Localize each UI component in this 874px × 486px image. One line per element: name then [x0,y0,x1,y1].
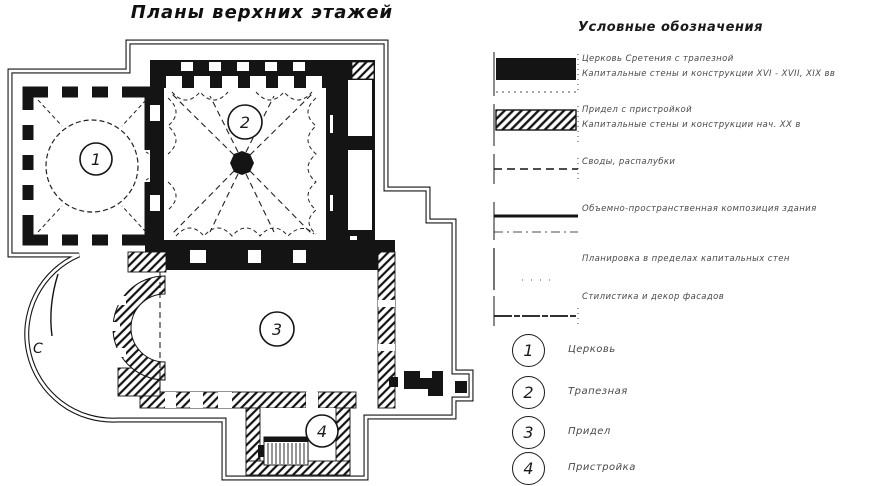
east-porch [389,371,467,396]
key-circle-1: 1 [512,334,545,367]
legend-item-label: Капитальные стены и конструкции нач. XX … [582,120,801,130]
room-number-3: 3 [272,320,282,339]
east-corridor [333,60,375,254]
central-pillar [230,151,254,175]
room-key: 1 Церковь 2 Трапезная 3 Придел 4 Пристро… [490,330,874,486]
floor-plan-drawing: С [7,39,474,481]
key-label-4: Пристройка [568,462,636,473]
legend-item-label: Планировка в пределах капитальных стен [582,254,790,264]
swatch-solid-black-bar-icon [493,52,579,96]
legend-title: Условные обозначения [578,20,763,35]
swatch-hatched-bar-icon [493,104,579,146]
dome-dashed-circle [45,119,139,213]
swatch-blank-icon [493,248,552,290]
room-2-refectory [150,60,340,254]
room-number-1: 1 [91,150,101,169]
legend-item-label: Своды, распалубки [582,157,676,167]
key-label-3: Придел [568,426,611,437]
legend-item-label: Церковь Сретения с трапезной [582,54,734,64]
key-circle-3: 3 [512,416,545,449]
legend: Условные обозначения Церковь Сретения с … [490,14,874,326]
swatch-thin-line-icon [493,296,579,326]
north-label: С [33,341,43,357]
key-label-1: Церковь [568,344,616,355]
room-number-2: 2 [240,113,250,132]
legend-item-label: Капитальные стены и конструкции XVI - XV… [582,69,836,79]
swatch-dashed-line-icon [493,154,579,184]
room-number-4: 4 [317,422,327,441]
page-title: Планы верхних этажей [130,2,394,23]
key-circle-2: 2 [512,376,545,409]
key-circle-4: 4 [512,452,545,485]
swatch-solid-thick-line-icon [493,202,578,240]
staircase [258,436,309,466]
legend-item-label: Придел с пристройкой [582,105,693,115]
building-outer-contour [7,39,474,481]
key-label-2: Трапезная [568,386,628,397]
room-3-chapel [106,240,396,409]
north-indicator: С [33,273,59,357]
apse-wall [112,275,166,381]
legend-item-label: Объемно-пространственная композиция здан… [582,204,817,214]
legend-item-label: Стилистика и декор фасадов [582,292,725,302]
room-number-markers: 1 2 3 4 [79,104,339,448]
